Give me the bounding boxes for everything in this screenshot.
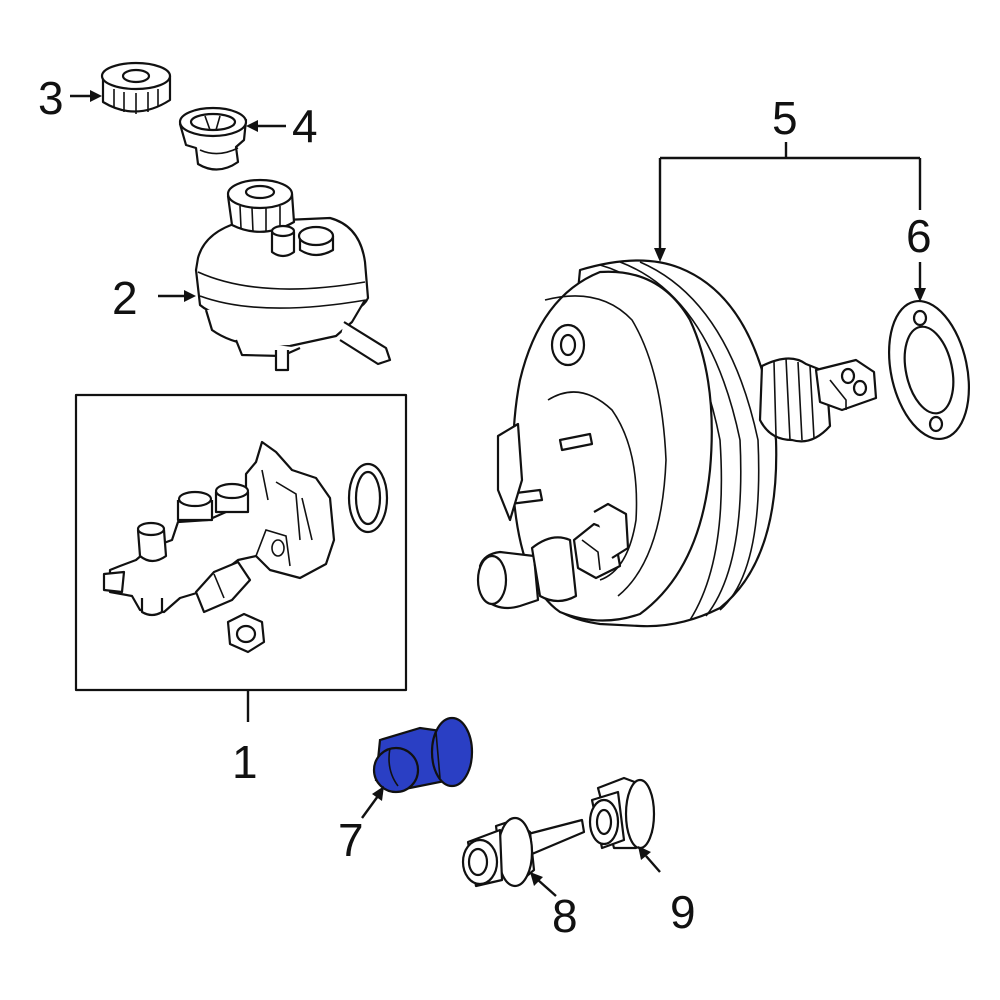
callout-5: 5 bbox=[772, 92, 798, 144]
part-5-brake-booster[interactable] bbox=[476, 259, 878, 628]
part-4-reservoir-strainer[interactable] bbox=[178, 106, 248, 171]
leader-lines bbox=[70, 90, 926, 897]
part-6-booster-gasket[interactable] bbox=[877, 294, 980, 447]
callout-2: 2 bbox=[112, 272, 138, 324]
callout-8: 8 bbox=[552, 890, 578, 942]
callout-7: 7 bbox=[338, 814, 364, 866]
callout-4: 4 bbox=[292, 100, 318, 152]
part-9-grommet[interactable] bbox=[588, 776, 656, 850]
part-1-group-box bbox=[74, 393, 408, 692]
part-7-grommet-highlighted[interactable] bbox=[372, 716, 474, 794]
callout-9: 9 bbox=[670, 886, 696, 938]
part-1-nut[interactable] bbox=[226, 612, 266, 654]
callout-1: 1 bbox=[232, 736, 258, 788]
part-2-brake-fluid-reservoir[interactable] bbox=[194, 178, 392, 372]
callout-6: 6 bbox=[906, 210, 932, 262]
callout-3: 3 bbox=[38, 72, 64, 124]
part-1-master-cylinder[interactable] bbox=[102, 440, 336, 617]
part-1-seal-ring[interactable] bbox=[347, 462, 389, 534]
part-8-check-valve[interactable] bbox=[461, 816, 586, 888]
part-3-reservoir-cap[interactable] bbox=[100, 61, 172, 114]
